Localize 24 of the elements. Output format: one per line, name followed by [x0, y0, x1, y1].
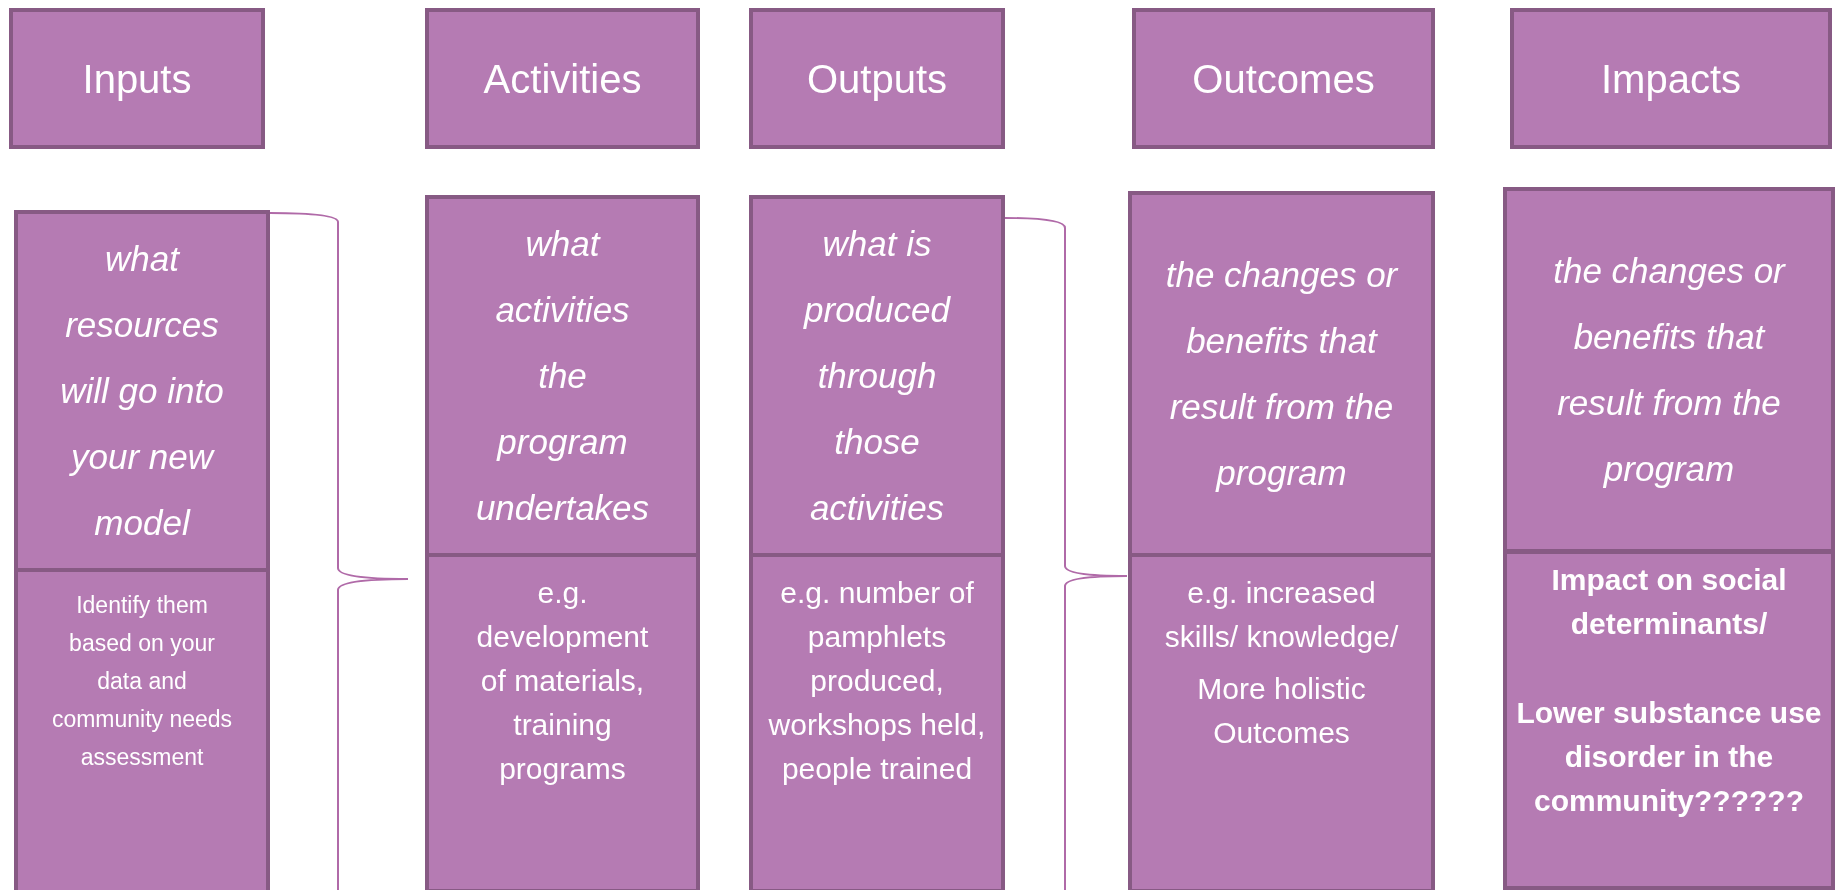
column-heading: Activities: [483, 55, 642, 103]
example-text: Identify them based on your data and community needs assessment: [50, 591, 234, 772]
column-heading: Outputs: [806, 55, 948, 103]
description-box: [1503, 187, 1835, 553]
description-text: what resources will go into your new model: [59, 238, 225, 544]
column-heading: Impacts: [1600, 55, 1741, 103]
column-heading: Outcomes: [1192, 55, 1375, 103]
example-text: More holistic Outcomes: [1196, 671, 1367, 751]
example-text: e.g. increased skills/ knowledge/: [1163, 575, 1400, 655]
example-text: e.g. development of materials, training programs: [475, 575, 650, 787]
header-box: [9, 8, 265, 149]
description-text: the changes or benefits that result from the program: [1552, 250, 1787, 490]
header-box: [1132, 8, 1435, 149]
header-box: [749, 8, 1005, 149]
header-box: [1510, 8, 1832, 149]
example-text: e.g. number of pamphlets produced, workshops held, people trained: [767, 575, 987, 787]
example-text: Lower substance use disorder in the community??????: [1515, 695, 1823, 819]
header-box: [425, 8, 700, 149]
example-box: [1503, 550, 1835, 890]
description-text: the changes or benefits that result from the program: [1164, 254, 1400, 494]
description-text: what activities the program undertakes: [474, 223, 651, 529]
description-text: what is produced through those activities: [802, 223, 952, 529]
example-text: Impact on social determinants/: [1550, 562, 1788, 642]
column-heading: Inputs: [82, 55, 192, 103]
